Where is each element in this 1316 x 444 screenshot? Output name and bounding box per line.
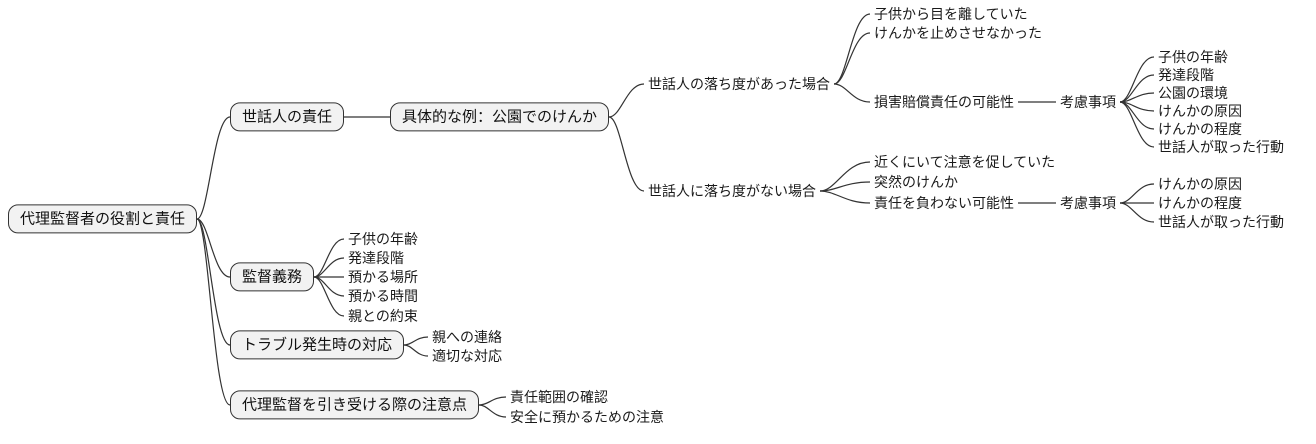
mindmap-node-root: 代理監督者の役割と責任 — [8, 204, 198, 234]
edge-root-chuiten — [196, 218, 231, 406]
mindmap-node-case-fault: 世話人の落ち度があった場合 — [648, 75, 830, 92]
mindmap-node-example: 具体的な例：公園でのけんか — [390, 102, 610, 132]
edge-case-fault-kenka-tomesasenakatta — [833, 32, 871, 85]
edge-case-nofault-chikaku — [819, 161, 871, 192]
edge-example-case-fault — [608, 83, 645, 118]
edge-koryo-2-k2-kodo — [1119, 202, 1155, 223]
mindmap-node-chikaku: 近くにいて注意を促していた — [874, 153, 1056, 170]
mindmap-node-me-hanashita: 子供から目を離していた — [874, 5, 1028, 22]
edge-trouble-tr-renraku — [403, 336, 429, 346]
edge-koryo-1-k1-hattatsu — [1119, 74, 1155, 103]
edge-kantoku-gimu-kg-yakusoku — [313, 276, 345, 317]
edge-kantoku-gimu-kg-age — [313, 238, 345, 278]
edge-koryo-1-k1-teido — [1119, 101, 1155, 130]
mindmap-node-sewanin-sekinin: 世話人の責任 — [230, 102, 345, 132]
mindmap-node-tr-taio: 適切な対応 — [432, 347, 502, 364]
edge-case-fault-me-hanashita — [833, 13, 871, 85]
mindmap-node-kg-basho: 預かる場所 — [348, 268, 418, 285]
mindmap-node-kg-yakusoku: 親との約束 — [348, 307, 418, 324]
edge-koryo-1-k1-kodo — [1119, 101, 1155, 148]
mindmap-node-k1-teido: けんかの程度 — [1158, 120, 1242, 137]
edge-case-fault-songai-baisho — [833, 83, 871, 103]
mindmap-node-k2-kodo: 世話人が取った行動 — [1158, 213, 1284, 230]
mindmap-node-k1-kodo: 世話人が取った行動 — [1158, 138, 1284, 155]
mindmap-node-k1-kankyo: 公園の環境 — [1158, 84, 1228, 101]
mindmap-node-songai-baisho: 損害賠償責任の可能性 — [874, 93, 1014, 110]
edge-case-nofault-totsuzen — [819, 181, 871, 192]
mindmap-node-trouble: トラブル発生時の対応 — [230, 330, 405, 360]
mindmap-node-kg-age: 子供の年齢 — [348, 230, 418, 247]
edge-example-case-nofault — [608, 116, 645, 192]
mindmap-node-k2-genin: けんかの原因 — [1158, 175, 1242, 192]
mindmap-node-kenka-tomesasenakatta: けんかを止めさせなかった — [874, 24, 1042, 41]
mindmap-node-koryo-1: 考慮事項 — [1060, 93, 1116, 110]
mindmap-node-k2-teido: けんかの程度 — [1158, 194, 1242, 211]
mindmap-node-k1-hattatsu: 発達段階 — [1158, 66, 1214, 83]
mindmap-node-koryo-2: 考慮事項 — [1060, 194, 1116, 211]
edge-koryo-2-k2-genin — [1119, 183, 1155, 204]
mindmap-node-k1-genin: けんかの原因 — [1158, 102, 1242, 119]
edge-koryo-1-k1-age — [1119, 56, 1155, 103]
edge-chuiten-ch-hani — [478, 396, 507, 406]
mindmap-node-kg-hattatsu: 発達段階 — [348, 249, 404, 266]
mindmap-node-ch-hani: 責任範囲の確認 — [510, 388, 608, 405]
edge-chuiten-ch-anzen — [478, 404, 507, 418]
mindmap-node-k1-age: 子供の年齢 — [1158, 48, 1228, 65]
edge-case-nofault-sekinin-owanai — [819, 190, 871, 204]
mindmap-node-totsuzen: 突然のけんか — [874, 173, 958, 190]
mindmap-node-kantoku-gimu: 監督義務 — [230, 262, 315, 292]
mindmap-node-kg-jikan: 預かる時間 — [348, 287, 418, 304]
edge-root-kantoku-gimu — [196, 218, 231, 278]
mindmap-node-case-nofault: 世話人に落ち度がない場合 — [648, 182, 816, 199]
mindmap-node-ch-anzen: 安全に預かるための注意 — [510, 408, 664, 425]
mindmap-node-chuiten: 代理監督を引き受ける際の注意点 — [230, 390, 480, 420]
mindmap-node-tr-renraku: 親への連絡 — [432, 328, 502, 345]
edge-trouble-tr-taio — [403, 344, 429, 357]
mindmap-node-sekinin-owanai: 責任を負わない可能性 — [874, 194, 1014, 211]
edge-root-sewanin-sekinin — [196, 116, 231, 220]
